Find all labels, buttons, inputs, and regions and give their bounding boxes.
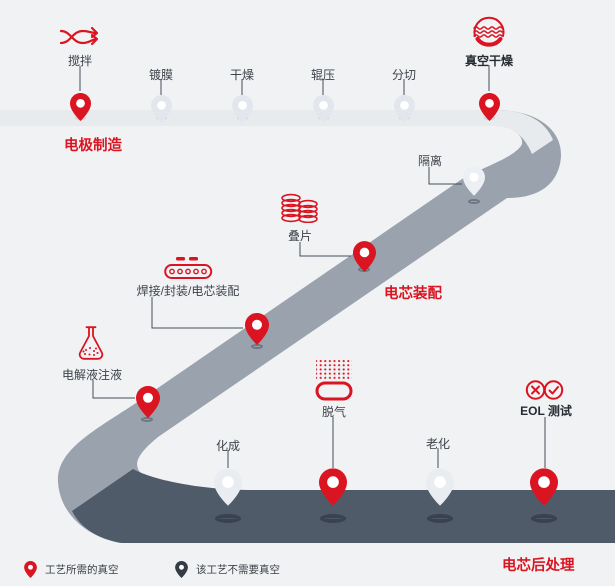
pin-shadow (251, 344, 263, 349)
station-label-eol-test: EOL 测试 (520, 404, 572, 418)
pin-shadow (427, 514, 453, 523)
pin-shadow (320, 514, 346, 523)
road-middle-segment (57, 110, 562, 543)
station-label-weld-seal-assembly: 焊接/封装/电芯装配 (136, 284, 240, 298)
pin-mixing (69, 93, 91, 121)
station-label-slitting: 分切 (391, 68, 417, 82)
pin-slitting (393, 95, 415, 123)
mixing-shuffle-icon (59, 26, 99, 46)
pin-shadow (215, 514, 241, 523)
pin-shadow (141, 417, 153, 422)
section-label-cell-post-processing: 电芯后处理 (502, 558, 575, 574)
station-label-aging: 老化 (425, 437, 451, 451)
pin-drying (231, 95, 253, 123)
station-label-vacuum-drying: 真空干燥 (464, 54, 514, 68)
road-top-segment (0, 110, 553, 154)
station-label-mixing: 搅拌 (67, 54, 93, 68)
pin-eol-test (530, 468, 558, 506)
station-label-drying: 干燥 (229, 68, 255, 82)
legend-red-pin-icon (24, 561, 37, 578)
legend-vacuum-not-required-text: 该工艺不需要真空 (196, 564, 280, 576)
station-label-stacking: 叠片 (287, 229, 313, 243)
pin-formation (214, 468, 242, 506)
station-label-calendering: 辊压 (310, 68, 336, 82)
pin-calendering (312, 95, 334, 123)
station-label-degassing: 脱气 (321, 405, 347, 419)
pin-shadow (531, 514, 557, 523)
legend-vacuum-not-required: 该工艺不需要真空 (175, 561, 280, 578)
electrolyte-flask-icon (78, 326, 104, 360)
pin-coating (150, 95, 172, 123)
legend-vacuum-required: 工艺所需的真空 (24, 561, 119, 578)
station-label-formation: 化成 (215, 439, 241, 453)
pin-vacuum-drying (478, 93, 500, 121)
legend-dark-pin-icon (175, 561, 188, 578)
road-bottom-segment (72, 469, 615, 543)
legend-vacuum-required-text: 工艺所需的真空 (45, 564, 119, 576)
vacuum-drying-icon (473, 16, 505, 47)
section-label-cell-assembly: 电芯装配 (384, 286, 442, 302)
station-label-separation: 隔离 (417, 154, 443, 168)
pin-stacking (353, 241, 376, 272)
eol-test-icon (525, 380, 564, 400)
pin-shadow (468, 199, 480, 204)
pin-degassing (319, 468, 347, 506)
assembly-conveyor-icon (164, 257, 213, 279)
station-label-electrolyte-fill: 电解液注液 (61, 368, 123, 382)
pin-separation (463, 166, 485, 196)
degassing-icon (315, 360, 353, 401)
pin-electrolyte-fill (136, 386, 160, 418)
station-label-coating: 镀膜 (148, 68, 174, 82)
pin-aging (426, 468, 454, 506)
section-label-electrode-manufacturing: 电极制造 (64, 138, 122, 154)
stacking-coins-icon (281, 193, 318, 223)
pin-weld-seal-assembly (245, 313, 269, 345)
